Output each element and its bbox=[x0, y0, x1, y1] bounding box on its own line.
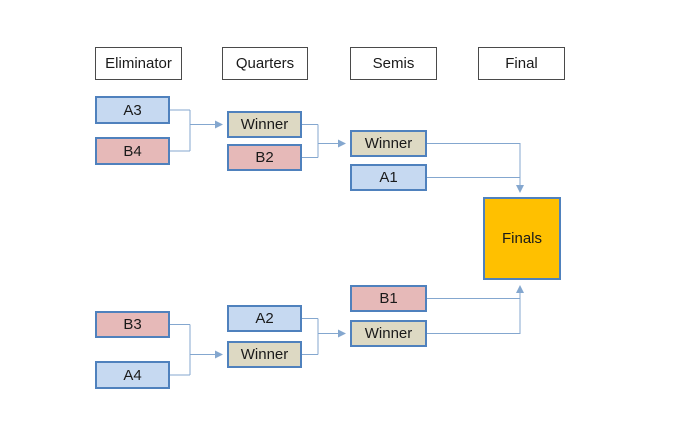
connector-a3-b4-join bbox=[170, 109, 191, 152]
node-finals: Finals bbox=[483, 197, 561, 280]
node-team-a4: A4 bbox=[95, 361, 170, 389]
node-semis-winner-bottom: Winner bbox=[350, 320, 427, 347]
node-team-a3: A3 bbox=[95, 96, 170, 124]
column-header-eliminator: Eliminator bbox=[95, 47, 182, 80]
node-quarters-winner-bottom: Winner bbox=[227, 341, 302, 368]
connector-b3-a4-join bbox=[170, 324, 191, 376]
node-team-b1: B1 bbox=[350, 285, 427, 312]
node-team-a2: A2 bbox=[227, 305, 302, 332]
column-header-final: Final bbox=[478, 47, 565, 80]
node-team-b4: B4 bbox=[95, 137, 170, 165]
node-quarters-winner-top: Winner bbox=[227, 111, 302, 138]
column-header-quarters: Quarters bbox=[222, 47, 308, 80]
arrow-into-finals-bottom bbox=[427, 285, 524, 334]
arrow-into-finals-top bbox=[427, 143, 524, 193]
node-team-b2: B2 bbox=[227, 144, 302, 171]
node-team-b3: B3 bbox=[95, 311, 170, 338]
node-team-a1: A1 bbox=[350, 164, 427, 191]
connector-winner-b2-join bbox=[302, 124, 319, 158]
column-header-semis: Semis bbox=[350, 47, 437, 80]
connector-a2-winner-join bbox=[302, 318, 319, 355]
node-semis-winner-top: Winner bbox=[350, 130, 427, 157]
